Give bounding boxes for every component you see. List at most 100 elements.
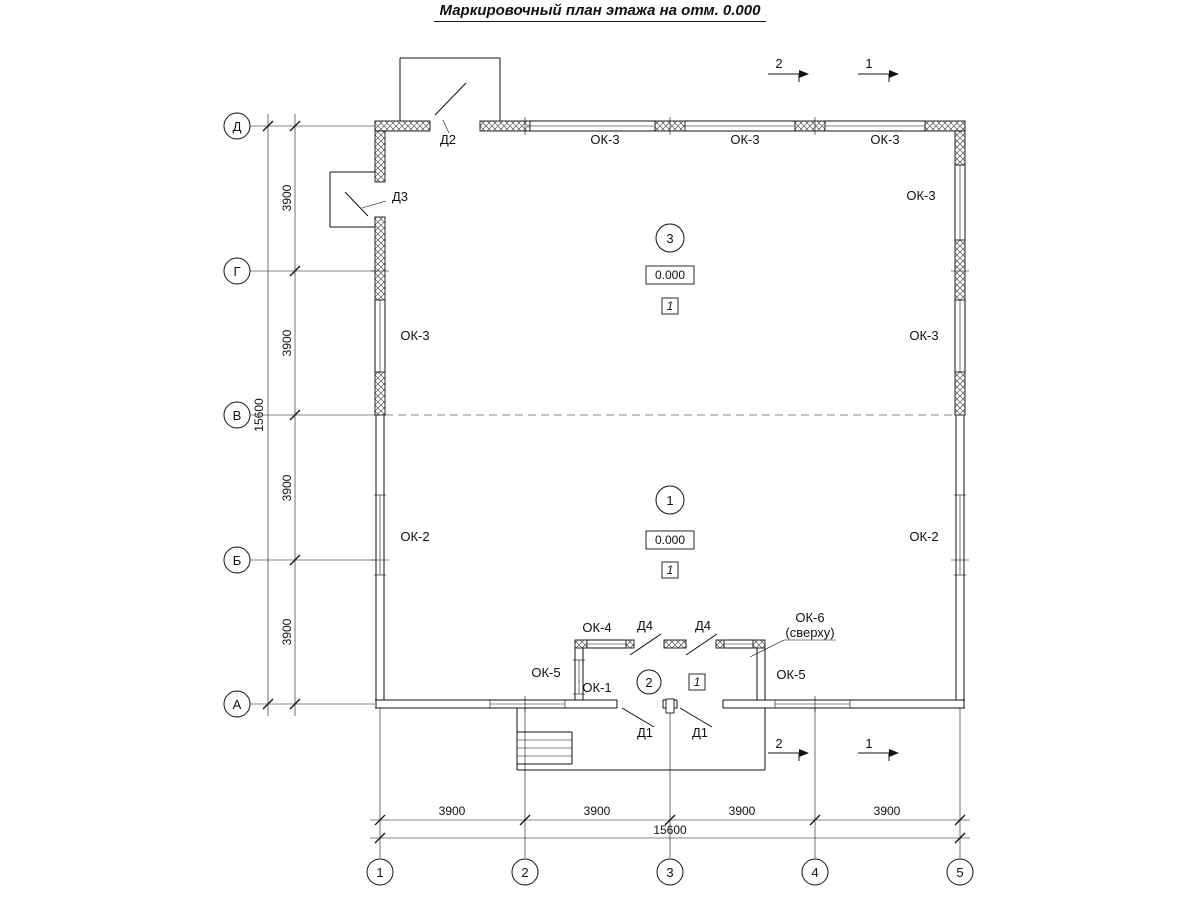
finish-type-box (688, 673, 706, 691)
dim-text-vertical: 3900 (280, 184, 294, 211)
dim-text-horizontal-total: 15600 (653, 823, 687, 837)
dim-text-horizontal: 3900 (729, 804, 756, 818)
room-number: 1 (666, 493, 673, 508)
window-label-ok3: ОК-3 (590, 132, 619, 147)
door-leaf-d1-left (621, 707, 655, 728)
door-label-d3: Д3 (392, 189, 408, 204)
section-arrow (799, 749, 809, 757)
dim-text-vertical-total: 15600 (252, 398, 266, 432)
dim-text-horizontal: 3900 (584, 804, 611, 818)
room-number: 3 (666, 231, 673, 246)
finish-type: 1 (667, 563, 674, 577)
window-ok3-top-1 (530, 120, 655, 132)
elevation-box (645, 530, 695, 550)
axis-col-label: 5 (956, 865, 963, 880)
axis-row-label: Д (233, 119, 242, 134)
dimension-chain-vertical: 3900 3900 3900 3900 15600 (252, 114, 301, 716)
door-leaf-d4-left (629, 633, 662, 656)
dimension-chain-horizontal: 3900 3900 3900 3900 15600 (370, 804, 970, 844)
axis-row-label: В (233, 408, 242, 423)
window-label-ok3: ОК-3 (730, 132, 759, 147)
axis-bubble-row-g (223, 257, 251, 285)
section-label: 1 (865, 736, 872, 751)
grid-axis-rows: Д Г В Б А (223, 112, 955, 718)
window-ok2-left (374, 494, 386, 576)
window-label-ok5: ОК-5 (531, 665, 560, 680)
axis-row-label: А (233, 697, 242, 712)
door-label-d1: Д1 (637, 725, 653, 740)
elevation-value: 0.000 (655, 268, 685, 282)
window-ok3-top-3 (825, 120, 925, 132)
drawing-title: Маркировочный план этажа на отм. 0.000 (0, 2, 1200, 22)
axis-col-label: 1 (376, 865, 383, 880)
window-label-ok3: ОК-3 (400, 328, 429, 343)
window-label-ok2: ОК-2 (909, 529, 938, 544)
projection-left-d3 (329, 171, 387, 228)
window-label-ok3: ОК-3 (909, 328, 938, 343)
elevation-value: 0.000 (655, 533, 685, 547)
section-label: 1 (865, 56, 872, 71)
window-ok3-right-top (954, 165, 966, 240)
window-label-ok2: ОК-2 (400, 529, 429, 544)
window-ok5-right (774, 700, 851, 708)
window-label-ok6: ОК-6 (795, 610, 824, 625)
room-marker-lower: 1 0.000 1 (645, 485, 695, 579)
section-arrow (889, 749, 899, 757)
dim-text-vertical: 3900 (280, 618, 294, 645)
door-leaf-d3 (344, 191, 369, 217)
window-ok4 (587, 639, 626, 649)
axis-bubble-row-a (223, 690, 251, 718)
tambour-walls (573, 633, 836, 728)
vestibule-top-left (399, 57, 501, 134)
wall-bottom (375, 696, 965, 714)
finish-type-box (661, 297, 679, 315)
finish-type: 1 (694, 675, 701, 689)
axis-bubble-col-1 (366, 858, 394, 886)
axis-bubble-col-2 (511, 858, 539, 886)
window-label-ok3: ОК-3 (870, 132, 899, 147)
door-label-d4: Д4 (695, 618, 711, 633)
axis-bubble-col-4 (801, 858, 829, 886)
section-arrow (889, 70, 899, 78)
component-labels: Д2 Д3 ОК-3 ОК-3 ОК-3 ОК-3 ОК-3 ОК-3 ОК-2… (392, 132, 939, 740)
room-marker-tambour: 2 1 (636, 669, 706, 695)
grid-axis-columns: 1 2 3 4 5 (366, 708, 974, 886)
wall-top (374, 117, 966, 135)
section-label: 2 (775, 56, 782, 71)
door-leaf-d4-right (685, 633, 718, 656)
section-mark-2-bottom: 2 (768, 736, 809, 761)
stairs (517, 731, 573, 765)
window-ok1 (573, 659, 585, 695)
door-label-d4: Д4 (637, 618, 653, 633)
section-mark-2-top: 2 (768, 56, 809, 82)
room-number-bubble (636, 669, 662, 695)
window-ok3-right-mid (954, 300, 966, 372)
door-center-post (665, 698, 675, 714)
ok6-leader (749, 639, 785, 658)
window-label-ok3: ОК-3 (906, 188, 935, 203)
section-arrow (799, 70, 809, 78)
axis-col-label: 2 (521, 865, 528, 880)
door-leaf-d2 (434, 82, 467, 116)
window-ok3-top-2 (685, 120, 795, 132)
axis-bubble-row-v (223, 401, 251, 429)
finish-type: 1 (667, 299, 674, 313)
porch (516, 708, 766, 771)
room-number: 2 (645, 675, 652, 690)
window-label-ok5: ОК-5 (776, 667, 805, 682)
axis-col-label: 4 (811, 865, 818, 880)
axis-col-label: 3 (666, 865, 673, 880)
finish-type-box (661, 561, 679, 579)
room-marker-upper: 3 0.000 1 (645, 223, 695, 315)
axis-bubble-row-d (223, 112, 251, 140)
window-label-ok4: ОК-4 (582, 620, 611, 635)
axis-row-label: Г (233, 264, 240, 279)
dim-text-horizontal: 3900 (874, 804, 901, 818)
axis-bubble-col-3 (656, 858, 684, 886)
drawing-title-text: Маркировочный план этажа на отм. 0.000 (433, 2, 767, 22)
window-label-ok1: ОК-1 (582, 680, 611, 695)
elevation-box (645, 265, 695, 285)
axis-bubble-col-5 (946, 858, 974, 886)
window-label-ok6-note: (сверху) (785, 625, 834, 640)
